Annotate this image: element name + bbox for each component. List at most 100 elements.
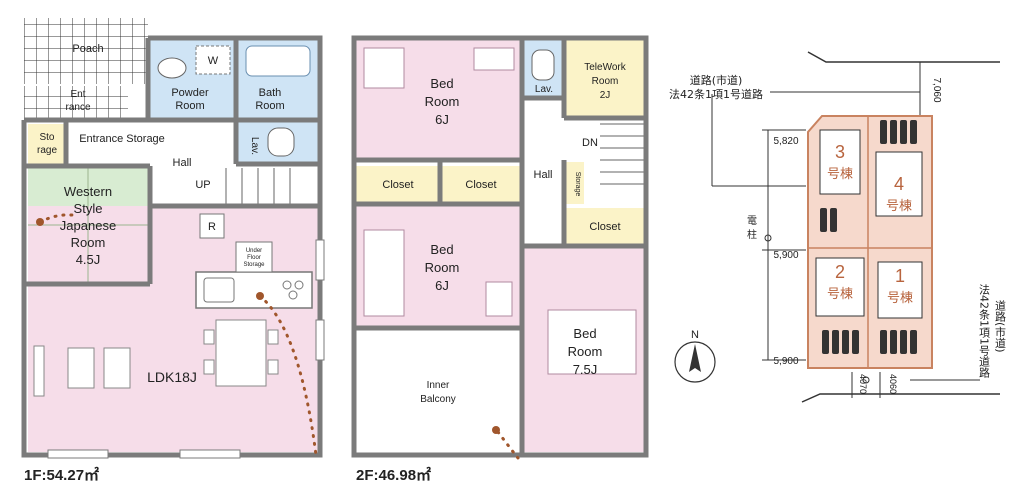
porch-label: Poach bbox=[72, 43, 103, 55]
dimension-5900: 5,900 bbox=[773, 356, 798, 367]
top-road-label: 道路(市道) bbox=[690, 73, 743, 87]
lav-label: Lav. bbox=[249, 137, 260, 155]
dn-label: DN bbox=[582, 137, 598, 149]
north-label: N bbox=[691, 329, 699, 341]
pole-label: 柱 bbox=[747, 228, 757, 241]
kitchen-sink bbox=[203, 277, 235, 303]
bed-room-2-label: 6J bbox=[435, 278, 449, 293]
stair-area bbox=[210, 168, 318, 204]
western-room-label: Western bbox=[64, 184, 112, 199]
storage-label: rage bbox=[37, 145, 57, 156]
balcony-label: Balcony bbox=[420, 394, 456, 405]
telework-area bbox=[566, 40, 644, 116]
bed-room-3-label: 7.5J bbox=[573, 362, 598, 377]
bed-room-1-label: Bed bbox=[430, 76, 453, 91]
washer-box bbox=[195, 45, 231, 75]
stove-icon bbox=[282, 280, 304, 300]
bathtub bbox=[245, 45, 311, 77]
dimension-4060: 4060 bbox=[888, 374, 898, 394]
dimension-lines bbox=[711, 62, 980, 398]
telework-label: Room bbox=[592, 76, 619, 87]
closet-1-label: Closet bbox=[382, 179, 413, 191]
storage-2f-label: Storage bbox=[574, 172, 581, 197]
house-footprints bbox=[815, 129, 923, 319]
western-room-label: Japanese bbox=[60, 218, 116, 233]
dimension-4070: 4070 bbox=[858, 374, 868, 394]
bed-room-3-label: Room bbox=[568, 344, 603, 359]
first-floor-plan: Poach Ent rance W Powder Room Bath Room … bbox=[21, 18, 325, 484]
tatami-lines bbox=[28, 168, 148, 282]
ldk-label: LDK18J bbox=[147, 369, 197, 385]
under-floor-label: Storage bbox=[243, 262, 265, 268]
lot-2-number: 2 bbox=[835, 262, 845, 282]
closet-1-area bbox=[356, 166, 438, 202]
hall-label: Hall bbox=[173, 157, 192, 169]
utility-pole-icon bbox=[862, 376, 870, 384]
powder-sink bbox=[157, 57, 187, 79]
bath-room-label: Room bbox=[255, 100, 284, 112]
under-floor-label: Floor bbox=[247, 255, 261, 261]
wc-label: W bbox=[208, 55, 219, 67]
dot-marker bbox=[492, 426, 500, 434]
telework-label: 2J bbox=[600, 90, 611, 101]
closet-3-area bbox=[566, 208, 644, 244]
tv-board bbox=[33, 345, 45, 397]
bed bbox=[363, 229, 405, 317]
entrance-storage-label: Entrance Storage bbox=[79, 133, 165, 145]
top-road-label: 法42条1項1号道路 bbox=[669, 87, 763, 101]
desk bbox=[473, 47, 515, 71]
circulation-path bbox=[258, 294, 318, 457]
dimension-7060: 7,060 bbox=[931, 77, 942, 102]
powder-room-label: Room bbox=[175, 100, 204, 112]
bed-room-2-label: Bed bbox=[430, 242, 453, 257]
first-floor-area: 1F:54.27㎡ bbox=[24, 466, 99, 484]
balcony-label: Inner bbox=[427, 380, 450, 391]
first-floor-stairs bbox=[225, 168, 291, 204]
lot-3-suffix: 号棟 bbox=[827, 167, 853, 182]
right-road-label: 法42条1項1号道路 bbox=[978, 283, 991, 379]
second-floor-plan: Bed Room 6J Lav. TeleWork Room 2J DN Clo… bbox=[351, 35, 649, 484]
dimension-5820: 5,820 bbox=[773, 136, 798, 147]
storage-area bbox=[28, 124, 66, 166]
hall-2f-label: Hall bbox=[534, 169, 553, 181]
lot-2-suffix: 号棟 bbox=[827, 287, 853, 302]
entrance-label: rance bbox=[65, 102, 90, 113]
dimension-5900: 5,900 bbox=[773, 250, 798, 261]
dining-table bbox=[215, 319, 267, 387]
toilet-fixture bbox=[267, 127, 295, 157]
lot-1-suffix: 号棟 bbox=[887, 291, 913, 306]
lot-4-suffix: 号棟 bbox=[886, 199, 912, 214]
road-edges bbox=[801, 51, 1000, 403]
bath-room-label: Bath bbox=[259, 87, 282, 99]
bed bbox=[363, 47, 405, 89]
bed-room-1-label: Room bbox=[425, 94, 460, 109]
refrigerator-label: R bbox=[208, 221, 216, 233]
second-floor-walls bbox=[351, 35, 649, 458]
circulation-path bbox=[496, 430, 520, 460]
first-floor-windows bbox=[47, 239, 325, 459]
utility-pole-icon bbox=[764, 234, 772, 242]
site-plan: N 道路(市道) 法42条1項1号道路 法42条1項1号道路 道路(市道) 電 … bbox=[669, 51, 1007, 403]
refrigerator-box bbox=[199, 213, 225, 239]
up-label: UP bbox=[195, 179, 210, 191]
second-floor-area: 2F:46.98㎡ bbox=[356, 466, 431, 484]
closet-2-area bbox=[442, 166, 522, 202]
entrance-area bbox=[24, 86, 128, 118]
dot-marker bbox=[256, 292, 264, 300]
right-road-label: 道路(市道) bbox=[994, 299, 1007, 353]
dining-chairs bbox=[203, 329, 279, 375]
bed bbox=[547, 309, 637, 375]
second-floor-stairs bbox=[600, 123, 644, 185]
western-room-label: Room bbox=[71, 235, 106, 250]
telework-label: TeleWork bbox=[584, 62, 626, 73]
pole-label: 電 bbox=[747, 215, 757, 227]
desk bbox=[485, 281, 513, 317]
lot-3-number: 3 bbox=[835, 142, 845, 162]
lot-1-number: 1 bbox=[895, 266, 905, 286]
western-room-label: 4.5J bbox=[76, 252, 101, 267]
dot-marker bbox=[36, 218, 44, 226]
lav-2f-label: Lav. bbox=[535, 84, 553, 95]
bed-room-2-label: Room bbox=[425, 260, 460, 275]
western-room-label: Style bbox=[74, 201, 103, 216]
